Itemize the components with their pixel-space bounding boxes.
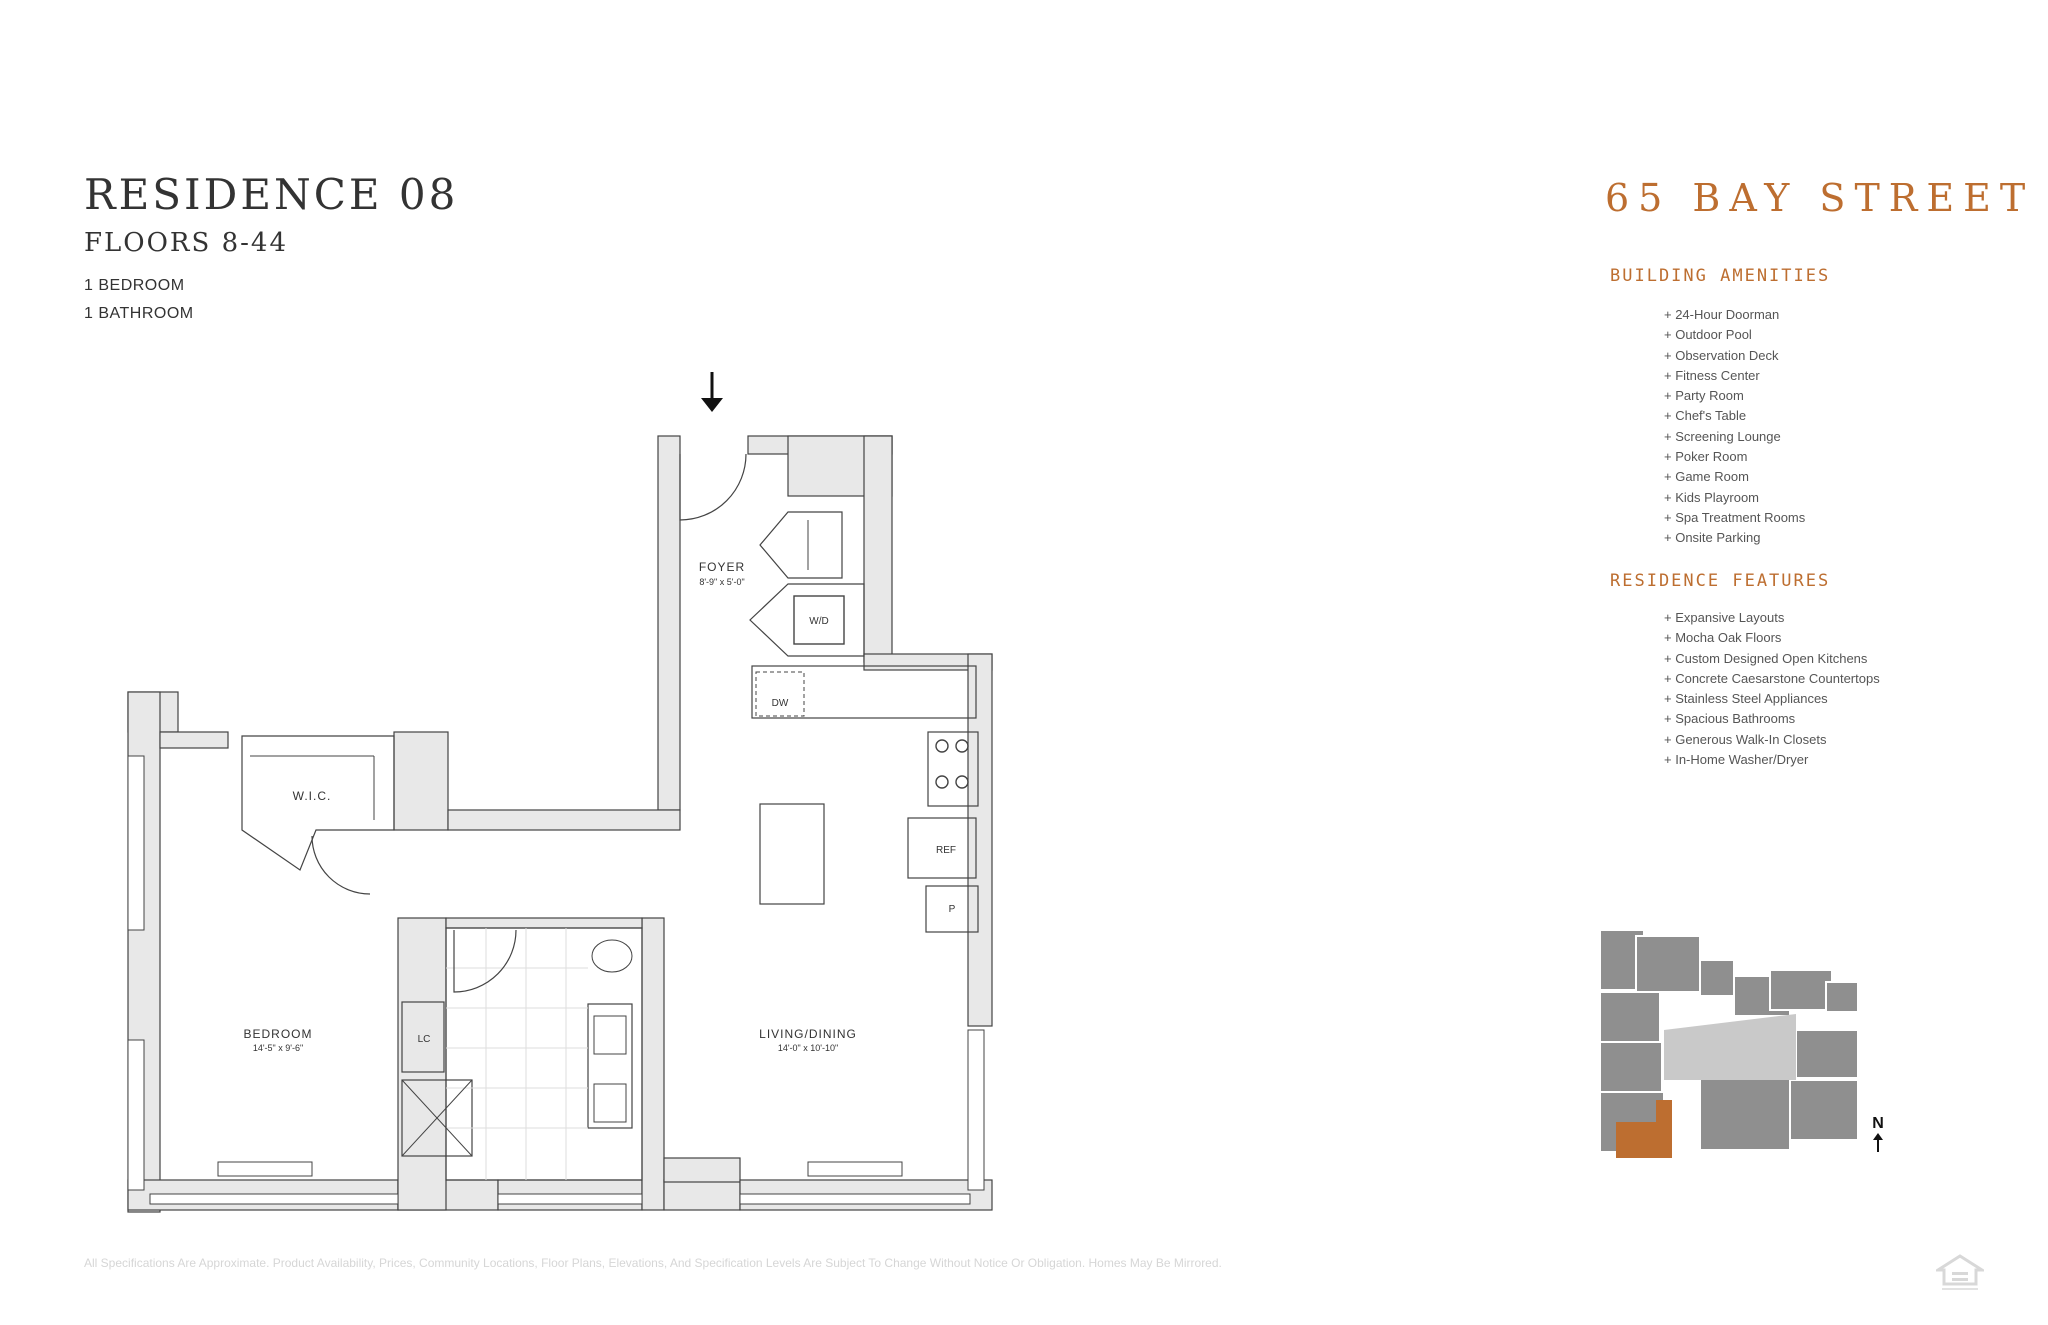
amenity-item: + Spa Treatment Rooms <box>1664 509 1806 525</box>
features-list: + Expansive Layouts + Mocha Oak Floors +… <box>1664 608 1880 770</box>
amenity-item: + Party Room <box>1664 388 1744 404</box>
lc-label: LC <box>418 1034 431 1045</box>
disclaimer: All Specifications Are Approximate. Prod… <box>84 1256 1222 1270</box>
shower-icon <box>401 1079 473 1157</box>
partitions <box>241 511 979 1181</box>
bedroom-count: 1 BEDROOM <box>84 277 185 294</box>
key-plan: N <box>1600 930 1884 1158</box>
residence-meta: 1 BEDROOM 1 BATHROOM <box>84 272 194 328</box>
bathroom-count: 1 BATHROOM <box>84 305 194 322</box>
wic-label: W.I.C. <box>293 789 332 803</box>
bedroom-label: BEDROOM <box>243 1027 312 1041</box>
key-block <box>1795 1029 1859 1079</box>
sink-icon <box>593 1083 627 1123</box>
feature-item: + In-Home Washer/Dryer <box>1664 752 1809 768</box>
bath-fixtures <box>591 939 633 1123</box>
amenity-item: + 24-Hour Doorman <box>1664 307 1780 322</box>
pantry-label: P <box>949 904 956 915</box>
door-swings <box>311 453 747 993</box>
north-arrow-icon <box>1873 1133 1883 1152</box>
feature-item: + Stainless Steel Appliances <box>1664 691 1828 707</box>
amenity-item: + Fitness Center <box>1664 367 1760 383</box>
living-label: LIVING/DINING <box>759 1027 857 1041</box>
foyer-label: FOYER <box>699 560 745 574</box>
living-dims: 14'-0" x 10'-10" <box>778 1043 838 1053</box>
key-block <box>1600 991 1661 1043</box>
equal-housing-icon <box>1936 1254 1984 1290</box>
amenity-item: + Poker Room <box>1664 449 1748 465</box>
amenity-item: + Screening Lounge <box>1664 428 1781 444</box>
windows <box>127 755 985 1205</box>
foyer-dims: 8'-9" x 5'-0" <box>699 577 744 587</box>
key-core <box>1664 1014 1796 1080</box>
amenities-list: + 24-Hour Doorman + Outdoor Pool + Obser… <box>1664 305 1805 549</box>
amenities-heading: BUILDING AMENITIES <box>1610 266 1831 286</box>
feature-item: + Spacious Bathrooms <box>1664 711 1796 727</box>
features-heading: RESIDENCE FEATURES <box>1610 571 1831 591</box>
key-block <box>1600 1041 1663 1093</box>
amenity-item: + Onsite Parking <box>1664 530 1761 546</box>
toilet-icon <box>591 939 633 973</box>
north-label: N <box>1872 1115 1884 1132</box>
feature-item: + Generous Walk-In Closets <box>1664 731 1827 747</box>
feature-item: + Mocha Oak Floors <box>1664 630 1782 646</box>
amenity-item: + Game Room <box>1664 469 1749 485</box>
amenity-item: + Outdoor Pool <box>1664 327 1752 343</box>
shelving <box>250 520 809 820</box>
building-name: 65 BAY STREET <box>1605 176 2035 220</box>
dw-label: DW <box>772 698 789 709</box>
feature-item: + Expansive Layouts <box>1664 610 1785 625</box>
amenity-item: + Chef's Table <box>1664 408 1747 424</box>
bath-tiles <box>446 928 588 1180</box>
key-unit-highlight <box>1616 1100 1672 1158</box>
sink-icon <box>593 1015 627 1055</box>
key-block <box>1635 935 1701 993</box>
feature-item: + Custom Designed Open Kitchens <box>1664 650 1868 666</box>
ref-label: REF <box>936 845 956 856</box>
bedroom-dims: 14'-5" x 9'-6" <box>253 1043 303 1053</box>
entry-arrow-icon <box>701 372 723 412</box>
range-icon <box>935 739 969 789</box>
feature-item: + Concrete Caesarstone Countertops <box>1664 670 1880 686</box>
walls <box>127 435 993 1213</box>
amenity-item: + Kids Playroom <box>1664 489 1760 505</box>
residence-title: RESIDENCE 08 <box>84 170 459 219</box>
wd-label: W/D <box>809 616 828 627</box>
key-block <box>1699 959 1735 997</box>
washer-dryer-box <box>793 595 845 645</box>
key-block <box>1825 981 1859 1013</box>
key-block <box>1769 969 1833 1011</box>
dishwasher-box <box>755 671 805 717</box>
amenity-item: + Observation Deck <box>1664 347 1779 363</box>
residence-floors: FLOORS 8-44 <box>84 228 288 258</box>
